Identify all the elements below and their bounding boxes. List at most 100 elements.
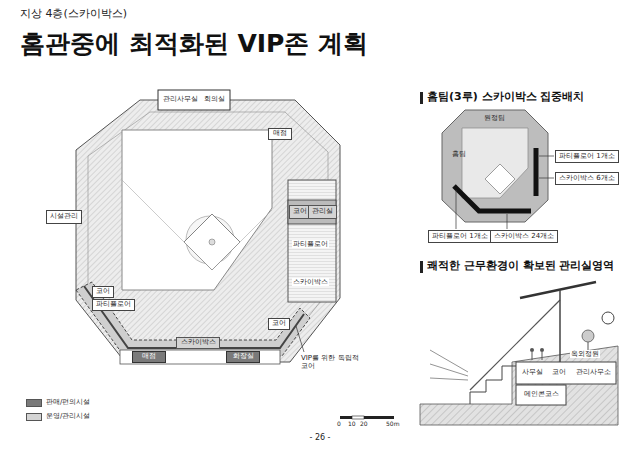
plan-drawing-part: [602, 312, 614, 324]
plan-drawing-part: [420, 261, 423, 273]
plan-room-box: 코어: [268, 318, 290, 330]
plan-label: 스카이박스: [292, 278, 329, 286]
room-label: 파티플로어: [96, 301, 131, 309]
plan-room-box: 파티플로어: [92, 299, 135, 311]
room-label: 사무실: [522, 369, 543, 377]
room-label: 매점: [142, 353, 156, 361]
plan-drawing-part: [530, 348, 534, 352]
room-label: 시설관리: [50, 213, 78, 221]
plan-drawing-part: [430, 364, 468, 376]
plan-room-box: 매점: [268, 128, 292, 140]
plan-drawing-part: [539, 178, 554, 179]
room-label: 코어: [293, 208, 307, 216]
plan-drawing-part: [340, 416, 352, 419]
plan-drawing-part: [352, 416, 364, 419]
plan-drawing-part: [364, 416, 394, 419]
plan-label: 홈팀: [452, 150, 466, 158]
plan-drawing-part: [288, 180, 336, 302]
plan-label: 원정팀: [484, 114, 505, 122]
plan-room-box: 관리사무소: [572, 366, 614, 379]
plan-label: 20: [360, 421, 368, 428]
plan-drawing-part: [456, 190, 457, 229]
plan-drawing-part: [516, 385, 566, 405]
room-label: 파티플로어 1개소: [432, 233, 488, 241]
room-label: 회의실: [204, 96, 225, 104]
plan-room-box: 회의실: [201, 93, 228, 107]
plan-drawing-part: [470, 300, 560, 390]
plan-drawing-part: [516, 362, 616, 384]
plan-drawing-part: [454, 186, 531, 211]
plan-room-box: 파티플로어 1개소: [428, 230, 492, 243]
plan-drawing-part: [76, 282, 310, 356]
plan-drawing-part: [296, 326, 304, 352]
legend-swatch: [26, 399, 42, 407]
plan-drawing-part: [542, 352, 543, 360]
legend-swatch: [26, 413, 42, 421]
room-label: 관리실: [312, 208, 333, 216]
plan-drawing-part: [507, 214, 508, 229]
plan-room-box: 스카이박스: [176, 337, 220, 349]
plan-drawing-part: [470, 366, 516, 404]
plan-room-box: 관리사무실: [160, 93, 201, 107]
legend-text: 판매/편의시설: [46, 398, 90, 406]
plan-drawing-part: [122, 130, 272, 290]
room-label: 스카이박스 24개소: [494, 233, 554, 241]
plan-label: 10: [348, 421, 356, 428]
plan-drawing-part: [430, 378, 468, 380]
room-label: 코어: [96, 288, 110, 296]
room-label: 관리사무소: [576, 369, 611, 377]
plan-drawing-part: [158, 90, 230, 110]
plan-room-box: 시설관리: [46, 210, 82, 224]
plan-drawing-part: [420, 346, 618, 425]
page-title: 홈관중에 최적화된 VIP존 계획: [20, 30, 368, 59]
room-label: 메인콘코스: [524, 391, 559, 399]
plan-drawing-part: [485, 164, 515, 194]
room-label: 매점: [273, 130, 287, 138]
plan-room-box: 스카이박스 24개소: [490, 230, 558, 243]
room-label: 스카이박스: [181, 339, 216, 347]
room-label: 파티플로어 1개소: [559, 153, 615, 161]
room-label: 코어: [272, 320, 286, 328]
plan-label: 파티플로어: [292, 240, 329, 248]
plan-drawing-part: [539, 156, 554, 157]
room-label: 코어: [552, 369, 566, 377]
plan-drawing-part: [76, 100, 340, 362]
room-label: 스카이박스 6개소: [559, 175, 615, 183]
plan-drawing-part: [588, 342, 589, 350]
plan-drawing-part: [430, 350, 468, 372]
plan-room-box: 사무실: [518, 366, 546, 379]
plan-room-box: 스카이박스 6개소: [555, 172, 619, 185]
plan-drawing-part: [442, 110, 548, 222]
plan-room-box: 파티플로어 1개소: [555, 150, 619, 163]
plan-label: VIP를 위한 독립적 코어: [300, 354, 360, 370]
plan-drawing-part: [120, 350, 280, 364]
plan-label: - 26 -: [290, 433, 350, 442]
plan-drawing-part: [209, 239, 215, 245]
plan-room-box: 코어: [548, 366, 570, 379]
plan-room-box: 매점: [132, 351, 166, 363]
plan-drawing-part: [420, 92, 423, 104]
plan-drawing-part: [184, 214, 240, 270]
plan-label: 0: [337, 421, 341, 428]
floor-heading: 지상 4층(스카이박스): [20, 8, 127, 21]
plan-drawing-part: [122, 180, 212, 270]
room-label: 화장실: [233, 353, 254, 361]
plan-drawing-part: [84, 286, 304, 348]
plan-drawing-part: [288, 200, 336, 224]
legend-text: 운영/관리시설: [46, 412, 90, 420]
section-heading: 쾌적한 근무환경이 확보된 관리실영역: [427, 260, 615, 273]
plan-room-box: 관리실: [308, 205, 337, 219]
plan-drawing-part: [559, 290, 561, 362]
plan-drawing-part: [534, 148, 539, 196]
plan-room-box: 메인콘코스: [518, 388, 564, 401]
plan-label: 50m: [386, 421, 399, 428]
plan-drawing-part: [582, 330, 594, 342]
plan-label: 옥외정원: [570, 350, 600, 358]
section-heading: 홈팀(3루) 스카이박스 집중배치: [427, 91, 584, 104]
plan-drawing-part: [540, 348, 544, 352]
plan-drawing-part: [462, 128, 528, 198]
plan-drawing-part: [520, 282, 596, 298]
plan-room-box: 화장실: [226, 351, 260, 363]
